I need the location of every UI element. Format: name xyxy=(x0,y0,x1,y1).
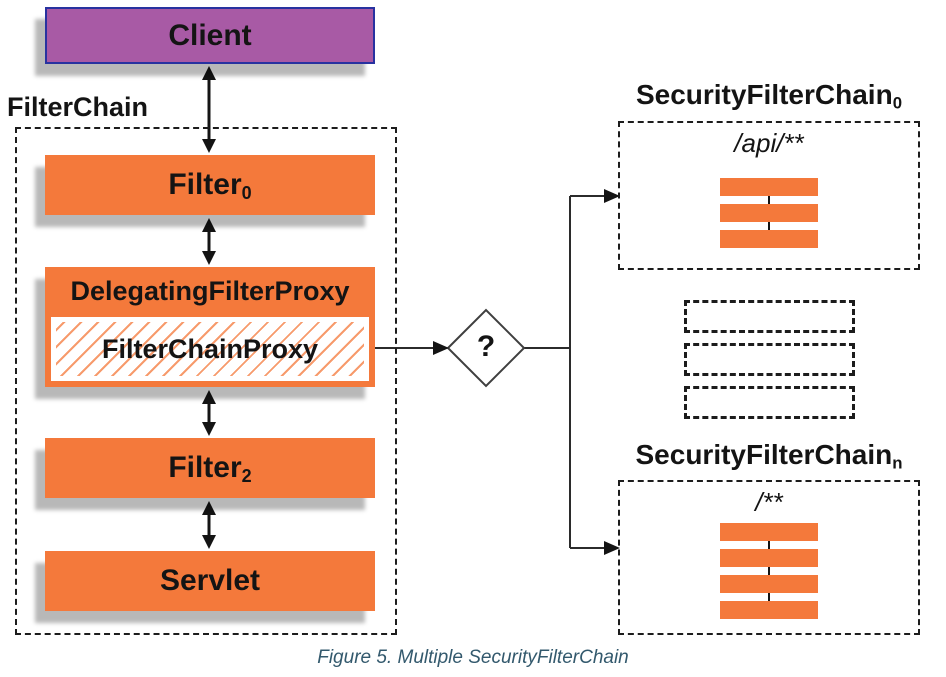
security-filter-chain-n-subscript: n xyxy=(892,453,903,473)
security-filter-chain-0-title: SecurityFilterChain0 xyxy=(618,79,920,113)
arrowhead-down-1 xyxy=(202,139,216,153)
client-label: Client xyxy=(168,18,252,52)
arrowhead-down-2 xyxy=(202,251,216,265)
filter-bar xyxy=(720,523,818,541)
filter-bar xyxy=(720,549,818,567)
security-filter-chain-0-box: /api/** xyxy=(618,121,920,270)
security-filter-chain-0-subscript: 0 xyxy=(892,93,903,113)
security-filter-chain-n-box: /** xyxy=(618,480,920,635)
arrowhead-up-4 xyxy=(202,501,216,515)
decision-question-mark: ? xyxy=(476,330,496,363)
filter-bar xyxy=(720,178,818,196)
decision-diamond xyxy=(446,308,526,388)
filter-stack-n xyxy=(720,523,818,619)
arrowhead-chain-n xyxy=(604,541,620,555)
url-pattern-0: /api/** xyxy=(734,128,804,158)
placeholder-chain-box xyxy=(684,386,855,419)
security-filter-chain-n-title: SecurityFilterChainn xyxy=(618,439,920,473)
placeholder-chains xyxy=(684,300,855,429)
filter-bar xyxy=(720,204,818,222)
placeholder-chain-box xyxy=(684,343,855,376)
security-filter-chain-n-title-text: SecurityFilterChain xyxy=(635,439,893,470)
arrowhead-down-3 xyxy=(202,422,216,436)
figure-caption: Figure 5. Multiple SecurityFilterChain xyxy=(317,647,629,668)
delegating-filter-proxy-box: DelegatingFilterProxy FilterChainProxy xyxy=(45,267,375,387)
filter-stack-0 xyxy=(720,178,818,248)
arrowhead-up-3 xyxy=(202,390,216,404)
url-pattern-n: /** xyxy=(755,487,783,517)
filter0-box: Filter0 xyxy=(45,155,375,215)
filter-bar xyxy=(720,575,818,593)
filter0-label-text: Filter xyxy=(168,168,242,201)
filter-stack-connector xyxy=(768,523,770,619)
filterchain-container xyxy=(15,127,397,635)
placeholder-chain-box xyxy=(684,300,855,333)
filter2-label: Filter2 xyxy=(168,451,251,485)
arrowhead-chain0 xyxy=(604,189,620,203)
arrowhead-up-1 xyxy=(202,66,216,80)
arrowhead-up-2 xyxy=(202,218,216,232)
filter2-label-text: Filter xyxy=(168,451,242,484)
filter-bar xyxy=(720,601,818,619)
delegating-filter-proxy-label: DelegatingFilterProxy xyxy=(70,276,350,306)
arrowhead-decision xyxy=(433,341,449,355)
filter-bar xyxy=(720,230,818,248)
client-box: Client xyxy=(45,7,375,64)
filter-chain-proxy-box: FilterChainProxy xyxy=(51,317,369,381)
filter-chain-proxy-label: FilterChainProxy xyxy=(101,333,319,364)
filterchain-label: FilterChain xyxy=(7,92,149,122)
security-filter-chain-0-title-text: SecurityFilterChain xyxy=(635,79,893,110)
filter2-subscript: 2 xyxy=(241,466,252,487)
servlet-label: Servlet xyxy=(159,564,261,597)
filter0-subscript: 0 xyxy=(241,183,252,204)
filter2-box: Filter2 xyxy=(45,438,375,498)
filter0-label: Filter0 xyxy=(168,168,251,202)
arrowhead-down-4 xyxy=(202,535,216,549)
servlet-box: Servlet xyxy=(45,551,375,611)
